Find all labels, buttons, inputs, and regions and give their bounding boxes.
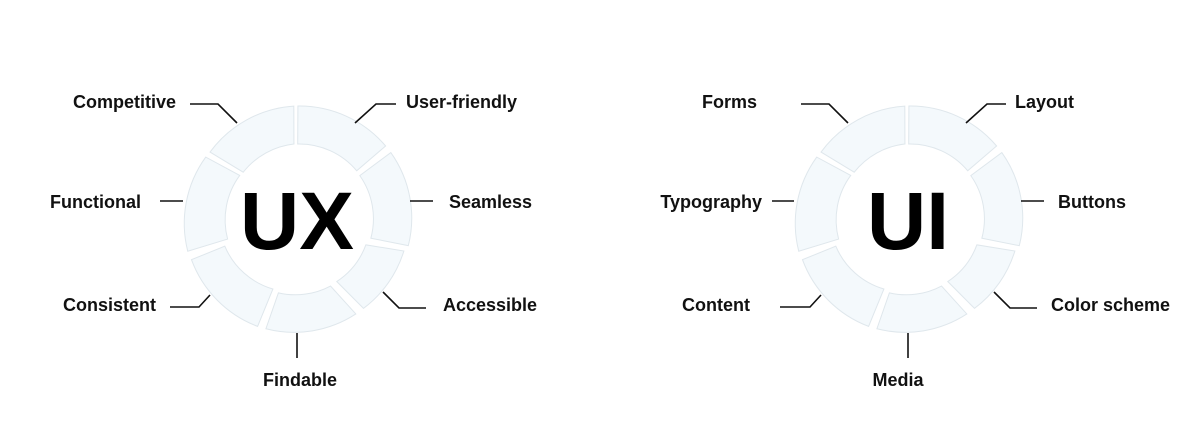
ui-center-text: UI (867, 176, 949, 267)
ui-label-color-scheme: Color scheme (1051, 295, 1170, 315)
ui-segment-5 (801, 245, 885, 327)
ux-label-competitive: Competitive (73, 92, 176, 112)
ux-center-text: UX (240, 176, 354, 267)
ux-label-functional: Functional (50, 192, 141, 212)
ux-segment-1 (297, 105, 387, 172)
ui-segment-4 (876, 285, 968, 333)
ux-segment-7 (209, 105, 295, 173)
ux-segment-4 (265, 285, 357, 333)
ui-segment-7 (820, 105, 906, 173)
ux-segment-6 (183, 156, 241, 252)
ux-diagram: UX User-friendly Seamless Accessible Fin… (50, 92, 537, 390)
ui-leader-forms (801, 103, 849, 124)
ux-label-findable: Findable (263, 370, 337, 390)
ui-label-content: Content (682, 295, 750, 315)
ui-label-media: Media (872, 370, 924, 390)
ui-segment-6 (794, 156, 852, 252)
ux-label-seamless: Seamless (449, 192, 532, 212)
ui-leader-layout (965, 103, 1006, 124)
ui-labels: Layout Buttons Color scheme Media Conten… (660, 92, 1170, 390)
ux-leader-accessible (382, 291, 426, 309)
ux-segment-5 (190, 245, 274, 327)
ux-segment-3 (335, 244, 405, 310)
ux-label-consistent: Consistent (63, 295, 156, 315)
ui-segment-2 (970, 151, 1024, 247)
ui-diagram: UI Layout Buttons Color scheme Media Con… (660, 92, 1170, 390)
ux-leader-lines (160, 103, 433, 358)
ux-leader-competitive (190, 103, 238, 124)
ui-leader-content (780, 294, 822, 308)
ui-ring (794, 105, 1024, 333)
ux-ring (183, 105, 413, 333)
ux-label-user-friendly: User-friendly (406, 92, 517, 112)
ui-leader-lines (772, 103, 1044, 358)
ui-label-layout: Layout (1015, 92, 1074, 112)
ui-label-typography: Typography (660, 192, 762, 212)
ui-label-buttons: Buttons (1058, 192, 1126, 212)
ui-label-forms: Forms (702, 92, 757, 112)
ui-segment-3 (946, 244, 1016, 310)
ui-segment-1 (908, 105, 998, 172)
ui-leader-color-scheme (993, 291, 1037, 309)
ux-segment-2 (359, 151, 413, 247)
ux-leader-user-friendly (354, 103, 396, 124)
ux-leader-consistent (170, 294, 211, 308)
ux-labels: User-friendly Seamless Accessible Findab… (50, 92, 537, 390)
ux-label-accessible: Accessible (443, 295, 537, 315)
